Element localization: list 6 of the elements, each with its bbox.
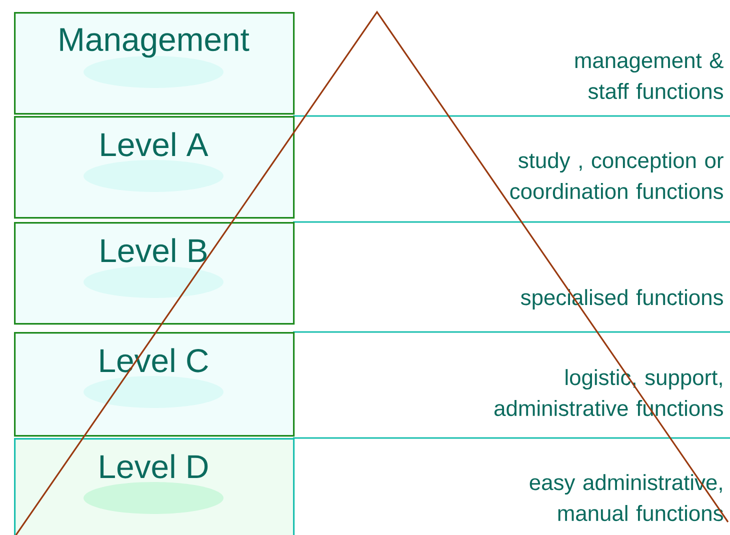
function-text: management & staff functions bbox=[575, 52, 724, 100]
level-box: Level D bbox=[14, 438, 295, 535]
level-box: Level B bbox=[14, 222, 295, 325]
level-box: Level A bbox=[14, 116, 295, 219]
level-box: Management bbox=[14, 12, 295, 115]
function-text: study , conception or coordination functions bbox=[510, 152, 724, 200]
